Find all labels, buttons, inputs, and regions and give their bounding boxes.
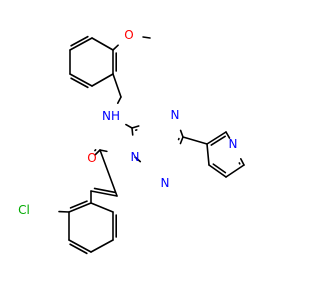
bond-line [210, 135, 226, 146]
amine-nh-label: NH [102, 109, 120, 123]
bond-line [91, 73, 114, 87]
bond-line [125, 123, 133, 129]
bond-line [206, 143, 210, 166]
bond-line [94, 149, 101, 156]
bond-line [99, 149, 108, 153]
bond-line [212, 163, 227, 174]
molecule-structure-drawing: O NH N N N N O Cl [18, 28, 245, 255]
bond-line [112, 44, 119, 51]
chlorine-label: Cl [18, 203, 30, 217]
bond-line [68, 202, 92, 213]
bond-line [116, 96, 122, 104]
bond-line [70, 77, 89, 89]
carbonyl-oxygen-label: O [87, 151, 96, 165]
bond-line [112, 73, 122, 98]
bond-line [91, 37, 114, 51]
bond-line [179, 129, 184, 138]
bond-line [90, 190, 118, 197]
bond-line [68, 239, 92, 253]
bond-line [142, 36, 151, 39]
bond-line [225, 164, 245, 178]
triazole-n1-label: N [131, 150, 140, 164]
bond-line [69, 200, 88, 209]
bond-line [90, 202, 114, 213]
bond-line [70, 35, 89, 47]
bond-lines [58, 35, 245, 255]
bond-line [99, 149, 118, 197]
bond-line [94, 149, 97, 152]
bond-line [90, 239, 114, 253]
bond-line [208, 164, 227, 178]
bond-line [69, 37, 93, 51]
bond-line [131, 127, 134, 136]
bond-line [69, 243, 88, 255]
bond-line [69, 73, 93, 87]
triazole-n2-label: N [161, 176, 170, 190]
atom-labels: O NH N N N N O Cl [18, 28, 237, 217]
bond-line [179, 136, 184, 145]
bond-line [131, 125, 140, 129]
triazole-n4-label: N [171, 108, 180, 122]
bond-line [239, 157, 245, 166]
bond-line [93, 187, 116, 194]
methoxy-oxygen-label: O [124, 28, 133, 42]
bond-line [225, 131, 231, 139]
bond-line [206, 131, 227, 145]
bond-line [134, 156, 142, 163]
bond-line [182, 136, 208, 145]
pyridine-nitrogen-label: N [229, 137, 238, 151]
